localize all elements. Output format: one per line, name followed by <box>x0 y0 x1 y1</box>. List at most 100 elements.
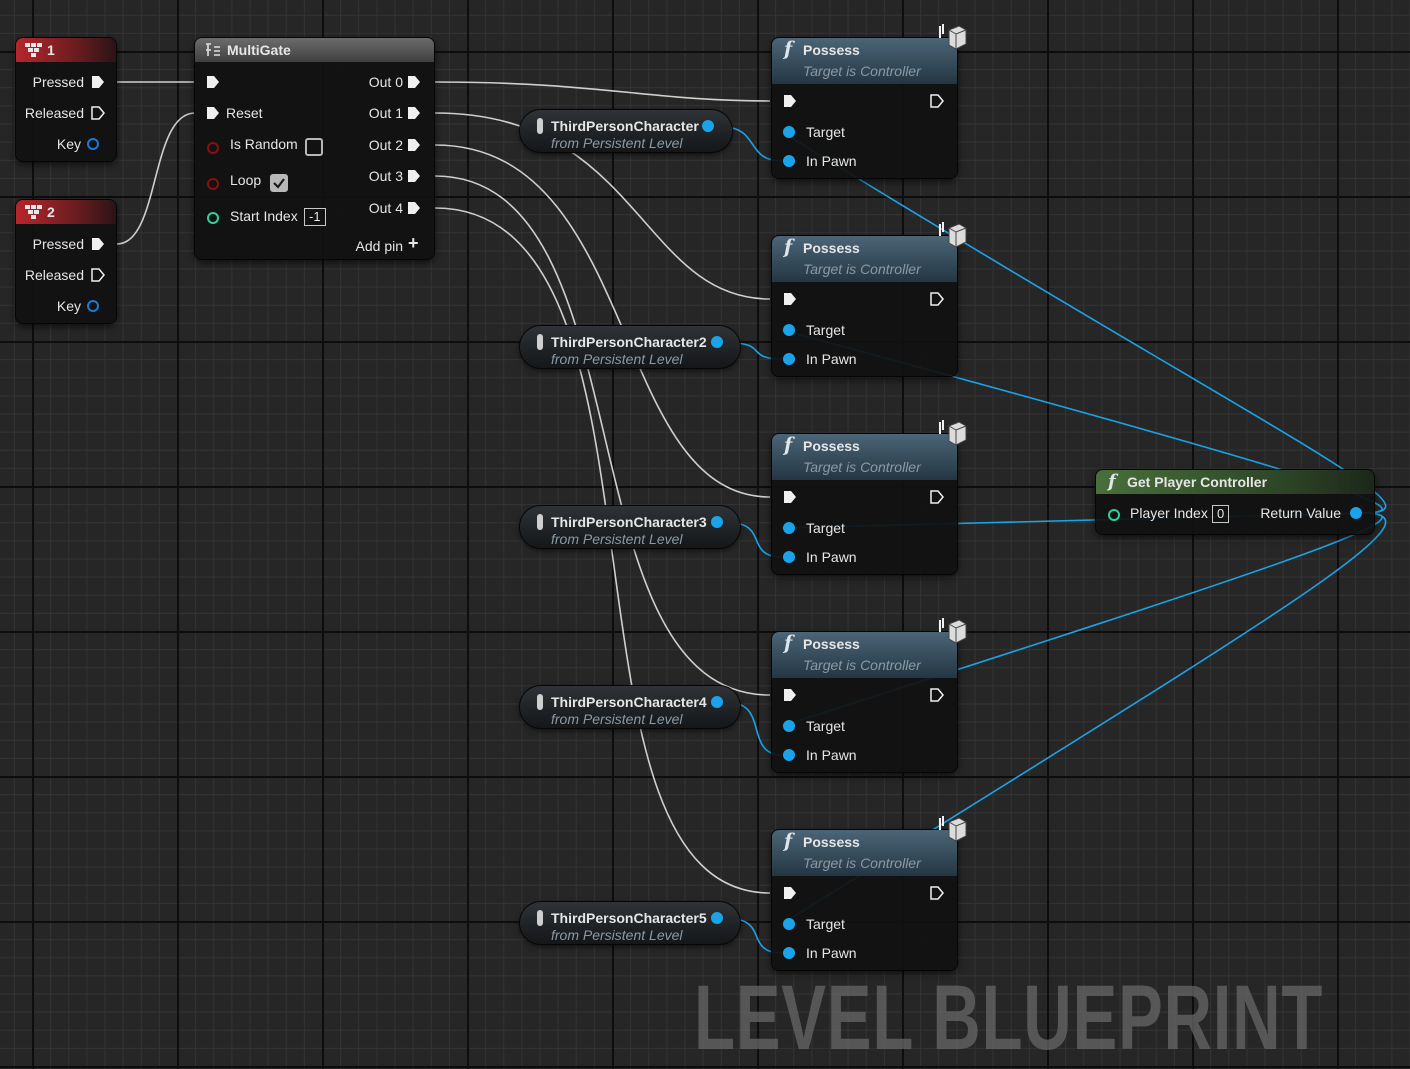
loop-label: Loop <box>230 172 262 188</box>
in-pawn-input-pin[interactable] <box>783 155 795 167</box>
get-player-controller-header[interactable]: f Get Player Controller <box>1096 470 1374 494</box>
is-random-checkbox[interactable] <box>305 138 323 156</box>
possess-node[interactable]: f Possess Target is Controller Target In… <box>772 222 967 376</box>
possess-exec-in-pin[interactable] <box>783 490 797 504</box>
character-variable-node[interactable]: ThirdPersonCharacter4 from Persistent Le… <box>520 686 740 728</box>
start-index-field[interactable]: -1 <box>304 208 326 226</box>
is-random-pin[interactable] <box>207 142 219 154</box>
character-output-pin[interactable] <box>711 696 723 708</box>
variable-icon <box>537 118 543 134</box>
in-pawn-label: In Pawn <box>806 351 857 367</box>
out-1-exec-pin[interactable] <box>407 106 421 120</box>
in-pawn-input-pin[interactable] <box>783 551 795 563</box>
loop-checkbox[interactable] <box>270 174 288 192</box>
possess-exec-out-pin[interactable] <box>930 292 944 306</box>
loop-pin[interactable] <box>207 178 219 190</box>
released-exec-pin[interactable] <box>91 268 105 282</box>
key-output-pin[interactable] <box>87 138 99 150</box>
player-index-field[interactable]: 0 <box>1212 505 1230 523</box>
get-player-controller-title: Get Player Controller <box>1127 474 1268 490</box>
pressed-exec-pin[interactable] <box>91 75 105 89</box>
possess-title: Possess <box>803 438 860 454</box>
get-player-controller-node[interactable]: f Get Player Controller Player Index 0 R… <box>1096 470 1374 534</box>
target-input-pin[interactable] <box>783 720 795 732</box>
possess-header[interactable]: f Possess Target is Controller <box>772 38 957 84</box>
target-input-pin[interactable] <box>783 918 795 930</box>
target-input-pin[interactable] <box>783 324 795 336</box>
out-4-exec-pin[interactable] <box>407 201 421 215</box>
out-1-label: Out 1 <box>368 105 403 121</box>
macro-icon <box>206 43 220 56</box>
function-icon: f <box>784 434 793 456</box>
in-pawn-label: In Pawn <box>806 945 857 961</box>
target-label: Target <box>806 520 845 536</box>
character-output-pin[interactable] <box>711 336 723 348</box>
event-node-header[interactable]: 1 <box>16 38 116 62</box>
character-variable-node[interactable]: ThirdPersonCharacter3 from Persistent Le… <box>520 506 740 548</box>
character-variable-node[interactable]: ThirdPersonCharacter2 from Persistent Le… <box>520 326 740 368</box>
possess-subtitle: Target is Controller <box>803 855 921 871</box>
target-label: Target <box>806 916 845 932</box>
key-2-event-node[interactable]: 2 Pressed Released Key <box>16 200 116 323</box>
target-input-pin[interactable] <box>783 126 795 138</box>
possess-subtitle: Target is Controller <box>803 63 921 79</box>
character-output-pin[interactable] <box>711 516 723 528</box>
target-input-pin[interactable] <box>783 522 795 534</box>
in-pawn-input-pin[interactable] <box>783 353 795 365</box>
character-output-pin[interactable] <box>702 120 714 132</box>
possess-exec-out-pin[interactable] <box>930 94 944 108</box>
controller-wire <box>781 512 1387 925</box>
network-authority-icon <box>939 618 967 644</box>
exec-wire <box>434 207 771 894</box>
possess-exec-out-pin[interactable] <box>930 886 944 900</box>
character-output-pin[interactable] <box>711 912 723 924</box>
in-pawn-input-pin[interactable] <box>783 749 795 761</box>
return-value-pin[interactable] <box>1350 507 1362 519</box>
event-node-header[interactable]: 2 <box>16 200 116 224</box>
keyboard-icon <box>25 205 43 219</box>
start-index-pin[interactable] <box>207 212 219 224</box>
in-pawn-input-pin[interactable] <box>783 947 795 959</box>
key-1-event-node[interactable]: 1 Pressed Released Key <box>16 38 116 161</box>
function-icon: f <box>784 236 793 258</box>
possess-node[interactable]: f Possess Target is Controller Target In… <box>772 618 967 772</box>
add-pin-icon[interactable]: + <box>408 233 419 253</box>
exec-wire <box>434 81 771 102</box>
pressed-label: Pressed <box>32 236 84 252</box>
function-icon: f <box>784 632 793 654</box>
possess-header[interactable]: f Possess Target is Controller <box>772 434 957 480</box>
exec-wire <box>434 175 771 696</box>
possess-header[interactable]: f Possess Target is Controller <box>772 632 957 678</box>
possess-header[interactable]: f Possess Target is Controller <box>772 830 957 876</box>
exec-wire <box>434 112 771 300</box>
out-2-exec-pin[interactable] <box>407 138 421 152</box>
character-source: from Persistent Level <box>551 135 683 151</box>
possess-header[interactable]: f Possess Target is Controller <box>772 236 957 282</box>
reset-exec-pin[interactable] <box>206 106 220 120</box>
character-variable-node[interactable]: ThirdPersonCharacter from Persistent Lev… <box>520 110 732 152</box>
possess-exec-in-pin[interactable] <box>783 292 797 306</box>
possess-node[interactable]: f Possess Target is Controller Target In… <box>772 420 967 574</box>
multigate-node[interactable]: MultiGate Reset Is Random Loop Start Ind… <box>195 38 434 259</box>
pressed-exec-pin[interactable] <box>91 237 105 251</box>
possess-exec-out-pin[interactable] <box>930 490 944 504</box>
character-variable-node[interactable]: ThirdPersonCharacter5 from Persistent Le… <box>520 902 740 944</box>
key-output-pin[interactable] <box>87 300 99 312</box>
possess-exec-in-pin[interactable] <box>783 688 797 702</box>
released-label: Released <box>24 105 84 121</box>
keyboard-icon <box>25 43 43 57</box>
possess-exec-out-pin[interactable] <box>930 688 944 702</box>
possess-title: Possess <box>803 834 860 850</box>
possess-node[interactable]: f Possess Target is Controller Target In… <box>772 24 967 178</box>
out-3-exec-pin[interactable] <box>407 169 421 183</box>
possess-exec-in-pin[interactable] <box>783 94 797 108</box>
add-pin-label[interactable]: Add pin <box>355 238 403 254</box>
out-0-exec-pin[interactable] <box>407 75 421 89</box>
possess-exec-in-pin[interactable] <box>783 886 797 900</box>
multigate-exec-in-pin[interactable] <box>206 75 220 89</box>
multigate-header[interactable]: MultiGate <box>195 38 434 62</box>
player-index-pin[interactable] <box>1108 509 1120 521</box>
possess-node[interactable]: f Possess Target is Controller Target In… <box>772 816 967 970</box>
is-random-label: Is Random <box>230 136 298 152</box>
released-exec-pin[interactable] <box>91 106 105 120</box>
